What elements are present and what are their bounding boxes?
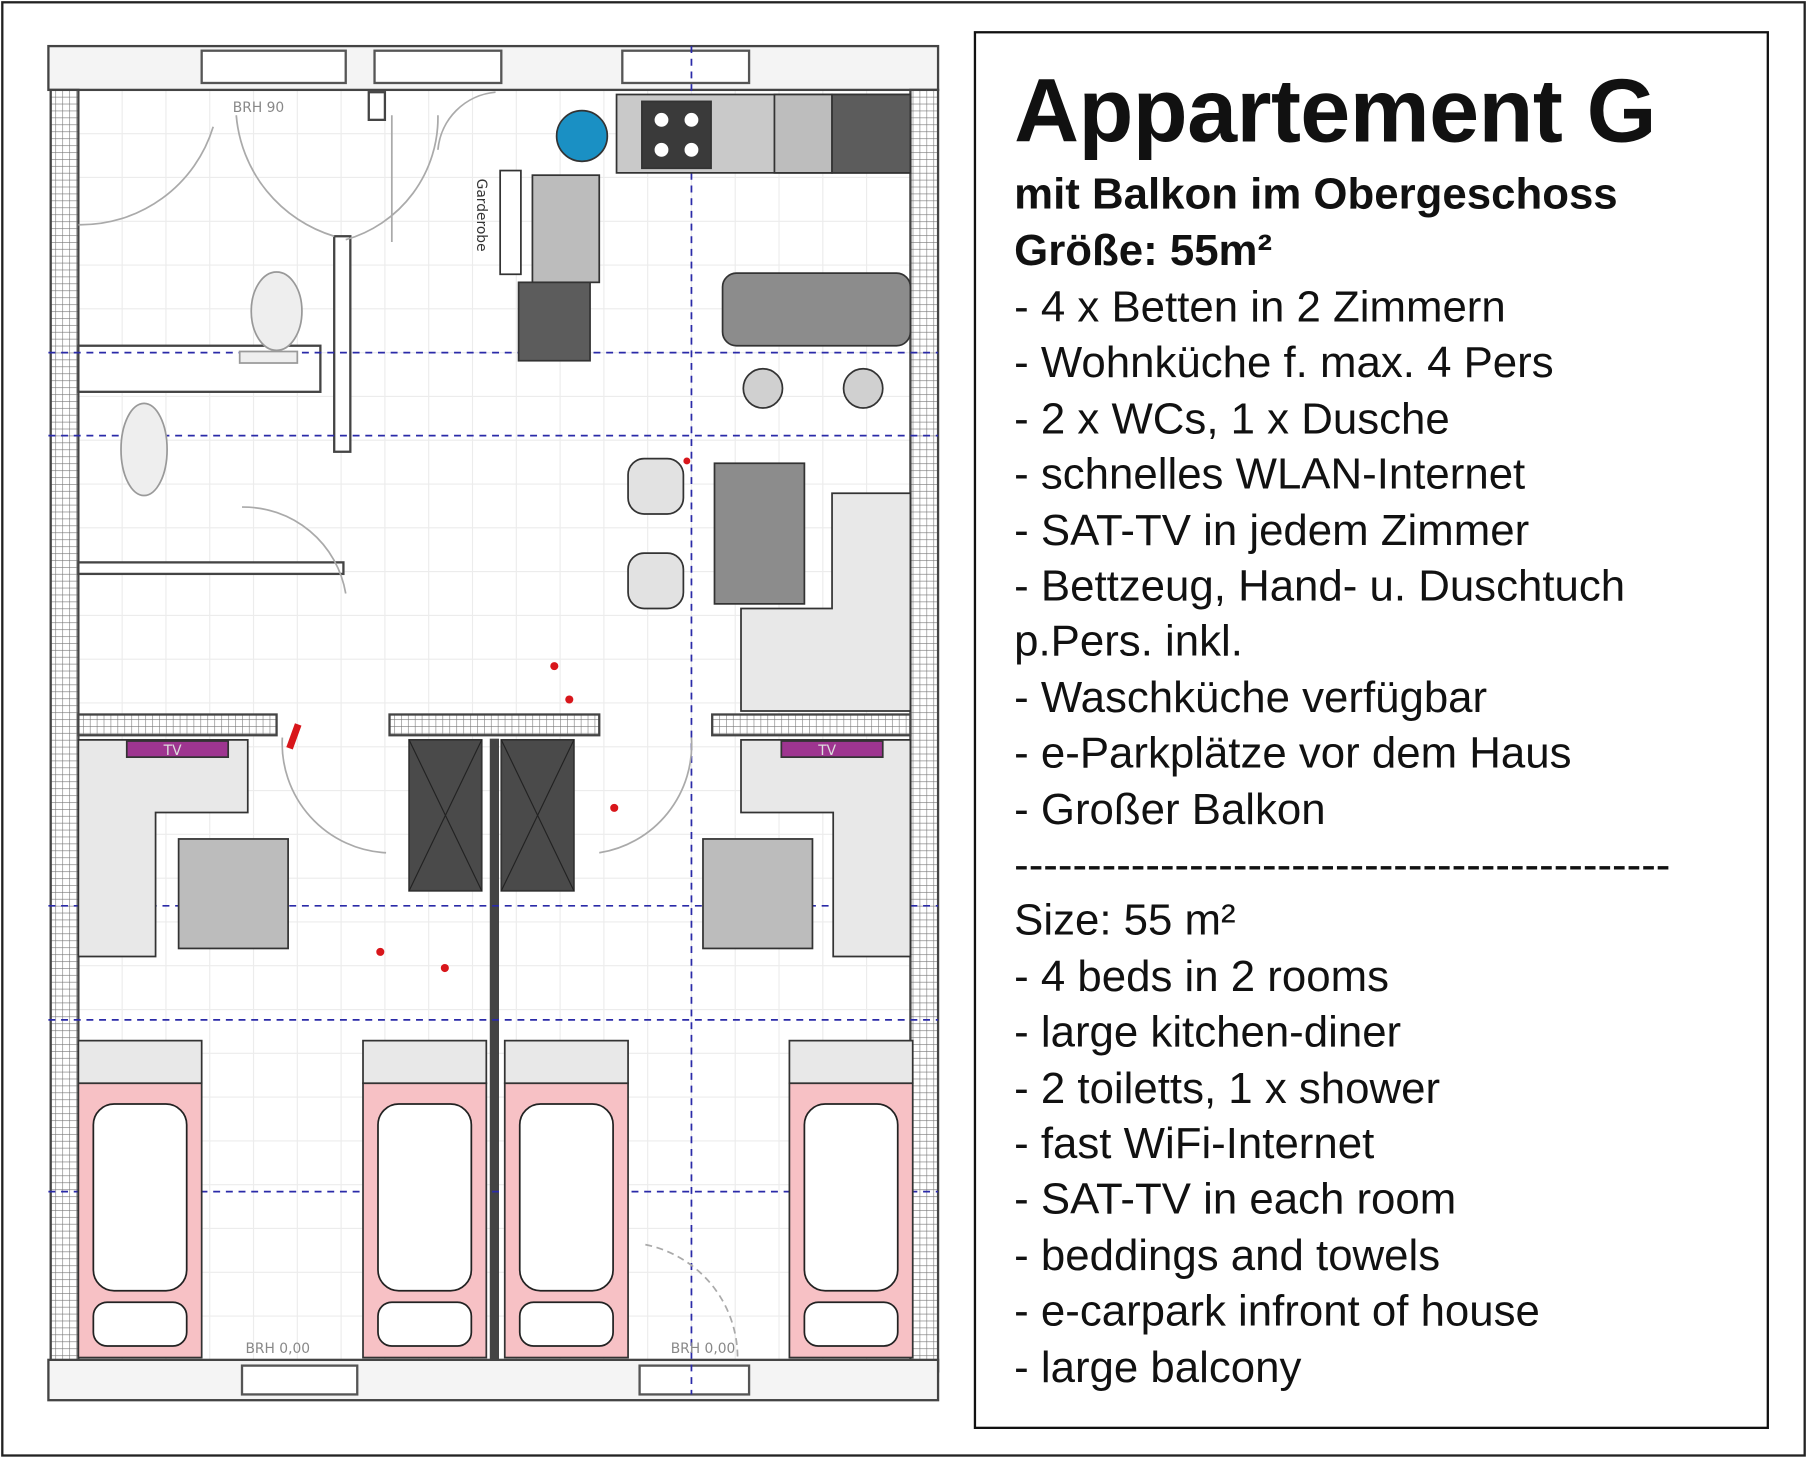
dining-table: [713, 462, 806, 605]
doors: [78, 91, 739, 1360]
interior-walls: [77, 91, 912, 1362]
wardrobe-label: Garderobe: [473, 179, 489, 252]
feature-en: - large kitchen-diner: [1014, 1008, 1402, 1057]
stool: [742, 367, 784, 409]
feature-de: - Waschküche verfügbar: [1014, 673, 1488, 723]
stool: [842, 367, 884, 409]
apartment-subtitle: mit Balkon im Obergeschoss: [1014, 170, 1618, 219]
sink-icon: [555, 109, 609, 163]
feature-en: - fast WiFi-Internet: [1014, 1120, 1375, 1169]
stove-icon: [641, 100, 712, 170]
tv-icon: [780, 740, 884, 759]
corner-sofa: [740, 492, 912, 712]
feature-en: - 2 toiletts, 1 x shower: [1014, 1064, 1441, 1113]
bed: [77, 1039, 203, 1359]
floor-plan: BRH 90 Garderobe TV TV BRH 0,00 BRH 0,00: [47, 44, 940, 1402]
windows: [200, 49, 751, 1396]
feature-de: - schnelles WLAN-Internet: [1014, 450, 1526, 500]
feature-de: - Großer Balkon: [1014, 785, 1326, 834]
red-markers: [286, 457, 691, 973]
tv-icon: [125, 740, 230, 759]
feature-de: - 4 x Betten in 2 Zimmern: [1014, 283, 1506, 332]
brh-bottom-right-label: BRH 0,00: [671, 1341, 736, 1357]
feature-de: - SAT-TV in jedem Zimmer: [1014, 506, 1530, 555]
size-german: Größe: 55m²: [1014, 227, 1273, 276]
brh-top-label: BRH 90: [233, 100, 284, 116]
chair: [627, 457, 685, 515]
brh-bottom-left-label: BRH 0,00: [245, 1341, 310, 1357]
tv-left-label: TV: [163, 743, 182, 759]
chair: [627, 552, 685, 610]
feature-en: - large balcony: [1014, 1343, 1302, 1392]
kitchen: [499, 93, 912, 712]
bed: [362, 1039, 488, 1359]
beds: [77, 1039, 914, 1359]
bench: [721, 272, 912, 347]
size-english: Size: 55 m²: [1014, 897, 1236, 946]
feature-de: - Bettzeug, Hand- u. Duschtuch: [1014, 562, 1626, 611]
bathroom-fixtures: [120, 271, 303, 497]
bedroom-furniture: [77, 738, 912, 958]
info-panel: Appartement G mit Balkon im Obergeschoss…: [973, 31, 1769, 1430]
feature-en: - beddings and towels: [1014, 1231, 1441, 1281]
feature-de: - e-Parkplätze vor dem Haus: [1014, 729, 1572, 779]
apartment-title: Appartement G: [1014, 59, 1656, 162]
separator: ----------------------------------------…: [1014, 841, 1671, 890]
feature-de: p.Pers. inkl.: [1014, 618, 1243, 667]
feature-en: - SAT-TV in each room: [1014, 1175, 1457, 1225]
bed: [788, 1039, 914, 1359]
feature-de: - Wohnküche f. max. 4 Pers: [1014, 339, 1554, 388]
tv-right-label: TV: [817, 743, 836, 759]
feature-en: - 4 beds in 2 rooms: [1014, 952, 1389, 1002]
feature-en: - e-carpark infront of house: [1014, 1287, 1540, 1336]
feature-de: - 2 x WCs, 1 x Dusche: [1014, 395, 1450, 444]
bed: [503, 1039, 629, 1359]
